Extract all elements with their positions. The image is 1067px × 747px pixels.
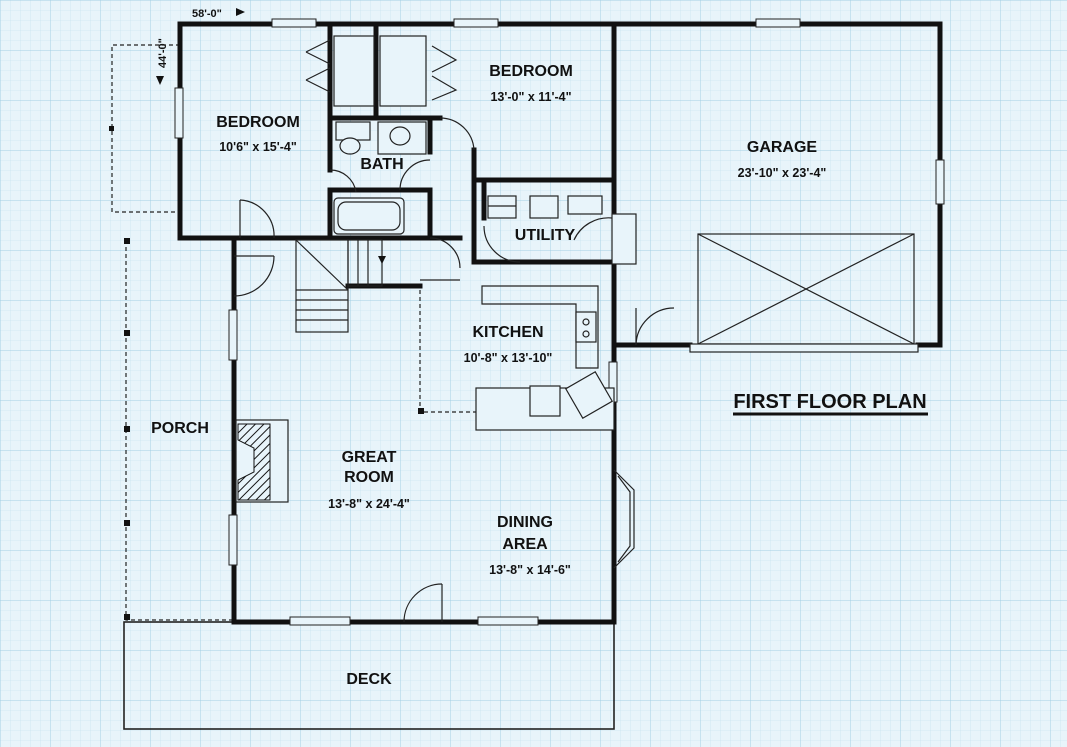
room-name-line2: ROOM <box>344 469 394 486</box>
plan-title: FIRST FLOOR PLAN <box>733 391 926 413</box>
room-great-room: GREAT ROOM 13'-8" x 24'-4" <box>328 449 410 511</box>
room-garage: GARAGE 23'-10" x 23'-4" <box>738 139 827 180</box>
overall-width-label: 58'-0" <box>192 8 222 20</box>
room-bedroom-north: BEDROOM 13'-0" x 11'-4" <box>489 63 573 104</box>
garage-door <box>689 233 919 353</box>
walls <box>177 21 943 625</box>
room-name-line1: GREAT <box>342 449 397 466</box>
room-dims: 23'-10" x 23'-4" <box>738 166 827 180</box>
room-name: DECK <box>346 671 392 688</box>
kitchen-counters <box>418 285 615 431</box>
room-dims: 13'-0" x 11'-4" <box>490 90 571 104</box>
fireplace <box>235 419 289 503</box>
bay-outline <box>111 44 180 213</box>
room-dims: 10'-8" x 13'-10" <box>464 351 553 365</box>
room-dims: 13'-8" x 14'-6" <box>489 563 571 577</box>
overall-depth-marker: 44'-0" <box>156 38 169 85</box>
bath-fixtures <box>333 121 427 235</box>
room-name: PORCH <box>151 420 209 437</box>
room-name: BEDROOM <box>489 63 573 80</box>
stairs <box>295 239 386 333</box>
room-kitchen: KITCHEN 10'-8" x 13'-10" <box>464 324 553 365</box>
room-name-line1: DINING <box>497 514 553 531</box>
room-name: UTILITY <box>515 227 576 244</box>
room-dims: 10'6" x 15'-4" <box>219 140 297 154</box>
utility-appliances <box>487 195 603 219</box>
windows <box>174 18 945 626</box>
room-name: BATH <box>360 156 403 173</box>
room-dims: 13'-8" x 24'-4" <box>328 497 410 511</box>
overall-width-marker: 58'-0" <box>192 8 245 20</box>
room-name: GARAGE <box>747 139 818 156</box>
room-bedroom-west: BEDROOM 10'6" x 15'-4" <box>216 114 300 154</box>
room-name: KITCHEN <box>472 324 543 341</box>
room-utility: UTILITY <box>515 227 576 244</box>
room-dining-area: DINING AREA 13'-8" x 14'-6" <box>489 514 571 577</box>
room-porch: PORCH <box>151 420 209 437</box>
room-bath: BATH <box>360 156 403 173</box>
room-deck: DECK <box>346 671 392 688</box>
room-name: BEDROOM <box>216 114 300 131</box>
overall-depth-label: 44'-0" <box>157 38 169 68</box>
doors <box>233 35 675 623</box>
room-name-line2: AREA <box>502 536 548 553</box>
